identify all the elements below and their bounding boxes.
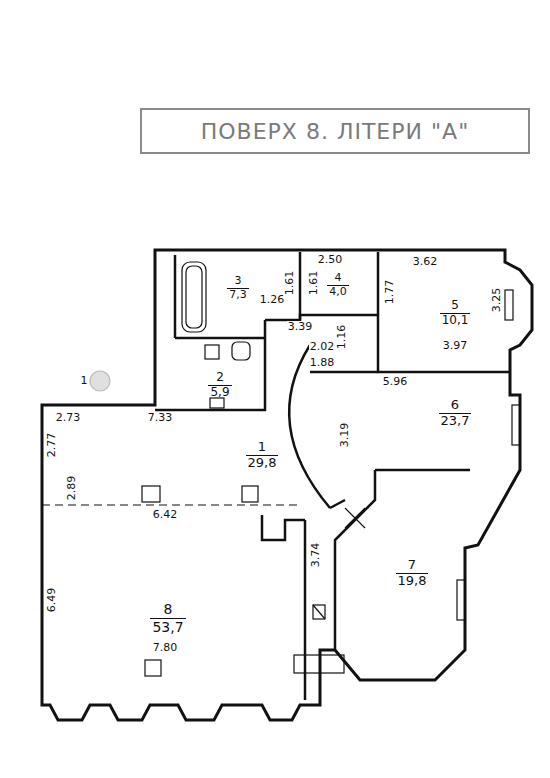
- room-area: 19,8: [396, 574, 429, 589]
- bathtub: [182, 262, 206, 332]
- partition: [310, 371, 378, 374]
- curved-wall: [289, 345, 330, 508]
- dimension: 6.49: [46, 587, 58, 614]
- dimension: 1.61: [308, 270, 320, 297]
- room-number: 7: [396, 558, 429, 574]
- partition: [262, 515, 305, 540]
- dimension: 3.74: [310, 542, 322, 569]
- dimension: 7.33: [147, 412, 174, 424]
- vent-shaft: [313, 605, 325, 619]
- dimension: 6.42: [152, 509, 179, 521]
- dimension: 3.62: [412, 256, 439, 268]
- room-area: 5,9: [208, 386, 231, 400]
- room-area: 23,7: [439, 414, 472, 429]
- room-number: 8: [150, 601, 185, 618]
- room-label: 25,9: [208, 371, 231, 400]
- room-label: 37,3: [227, 275, 249, 301]
- column: [242, 486, 258, 502]
- room-number: 3: [227, 275, 249, 289]
- room-area: 29,8: [246, 456, 279, 471]
- room-label: 129,8: [246, 440, 279, 471]
- dimension: 1.26: [259, 294, 286, 306]
- block: [294, 655, 344, 673]
- door-mark: [345, 508, 365, 528]
- partition: [299, 252, 302, 320]
- room-label: 623,7: [439, 398, 472, 429]
- dimension: 1.61: [284, 270, 296, 297]
- window: [457, 580, 465, 620]
- dimension: 2.73: [55, 412, 82, 424]
- bath-wall: [155, 320, 265, 410]
- room-number: 5: [440, 299, 471, 314]
- partition: [378, 252, 510, 372]
- room-number: 6: [439, 398, 472, 414]
- dimension: 7.80: [152, 642, 179, 654]
- toilet: [232, 342, 250, 360]
- column: [145, 660, 161, 676]
- partition: [330, 500, 345, 508]
- room-number: 1: [246, 440, 279, 456]
- marker-circle: [90, 371, 110, 391]
- room-number: 4: [327, 272, 349, 286]
- title-stamp: ПОВЕРХ 8. ЛІТЕРИ "А": [201, 119, 470, 144]
- dimension: 3.25: [491, 287, 503, 314]
- outer-wall: [42, 250, 532, 720]
- bathtub: [186, 266, 202, 328]
- dimension: 1.88: [309, 357, 336, 369]
- window: [512, 405, 520, 445]
- partition: [265, 315, 378, 320]
- dimension: 3.97: [442, 340, 469, 352]
- room-number: 2: [208, 371, 231, 386]
- marker-number: 1: [80, 375, 89, 387]
- bath-wall: [175, 337, 265, 340]
- fixture: [210, 398, 224, 408]
- dimension: 2.89: [66, 475, 78, 502]
- partition: [335, 470, 375, 650]
- room-area: 4,0: [327, 286, 349, 299]
- room-label: 510,1: [440, 299, 471, 328]
- dimension: 1.77: [384, 279, 396, 306]
- room-label: 719,8: [396, 558, 429, 589]
- room-area: 53,7: [150, 619, 185, 635]
- dimension: 3.39: [287, 321, 314, 333]
- dimension: 1.16: [336, 324, 348, 351]
- dimension: 5.96: [382, 376, 409, 388]
- window: [505, 290, 513, 320]
- zone-divider: [42, 504, 300, 505]
- room-label: 44,0: [327, 272, 349, 298]
- dimension: 3.19: [339, 422, 351, 449]
- room-area: 10,1: [440, 314, 471, 328]
- partition: [375, 469, 470, 472]
- dimension: 2.50: [317, 254, 344, 266]
- room-label: 853,7: [150, 601, 185, 634]
- bath-wall: [174, 255, 177, 338]
- column: [142, 486, 160, 502]
- dimension: 2.77: [46, 432, 58, 459]
- room-area: 7,3: [227, 289, 249, 302]
- vent-shaft: [313, 605, 325, 619]
- dimension: 2.02: [309, 341, 336, 353]
- stamp-box: ПОВЕРХ 8. ЛІТЕРИ "А": [140, 108, 530, 154]
- sink: [205, 345, 219, 359]
